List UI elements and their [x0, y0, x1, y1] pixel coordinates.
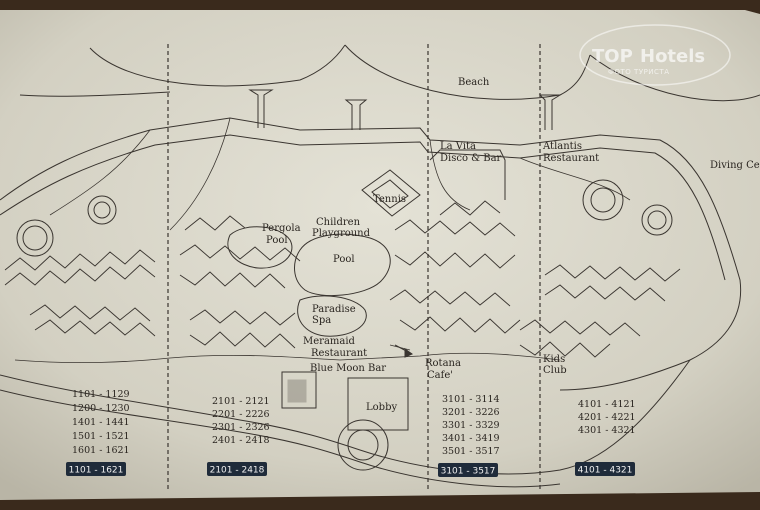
map-labels: Beach La Vita Disco & Bar Atlantis Resta… [262, 77, 760, 413]
blue-moon-label: Blue Moon Bar [310, 363, 386, 374]
lobby-label: Lobby [366, 402, 397, 413]
paradise-label-2: Spa [312, 315, 331, 326]
room-range: 3501 - 3517 [442, 446, 500, 457]
zone-1-badge: 1101 - 1621 [66, 462, 126, 476]
room-range: 4101 - 4121 [578, 399, 636, 410]
zone-4-badge: 4101 - 4321 [575, 462, 635, 476]
room-range: 1101 - 1129 [72, 389, 130, 400]
la-vita-label-2: Disco & Bar [440, 153, 502, 164]
zone-1-badge-text: 1101 - 1621 [69, 466, 124, 476]
zone-4-badge-text: 4101 - 4321 [578, 466, 633, 476]
paradise-label-1: Paradise [312, 304, 356, 315]
pool-label: Pool [333, 254, 355, 265]
room-range: 1601 - 1621 [72, 445, 130, 456]
room-range: 2301 - 2326 [212, 422, 270, 433]
la-vita-label-1: La Vita [440, 141, 476, 152]
rotana-label-1: Rotana [425, 358, 461, 369]
rotana-label-2: Cafe' [427, 370, 453, 381]
room-range: 2101 - 2121 [212, 396, 270, 407]
room-range: 3401 - 3419 [442, 433, 500, 444]
room-range: 2401 - 2418 [212, 435, 270, 446]
paper-sheet [0, 10, 760, 500]
beach-shoreline [19, 44, 760, 102]
room-range: 3201 - 3226 [442, 407, 500, 418]
room-range: 3301 - 3329 [442, 420, 500, 431]
atlantis-label-1: Atlantis [542, 141, 582, 152]
rotana-arrow [394, 344, 414, 358]
zone-2-rooms: 2101 - 2121 2201 - 2226 2301 - 2326 2401… [212, 396, 270, 446]
beach-label: Beach [458, 77, 490, 88]
kids-club-label-2: Club [543, 365, 567, 376]
room-range: 3101 - 3114 [442, 394, 500, 405]
atlantis-label-2: Restaurant [543, 153, 599, 164]
room-range: 1501 - 1521 [72, 431, 130, 442]
watermark-top: TOP [592, 46, 633, 67]
tophotels-watermark: TOP Hotels ФОТО ТУРИСТА [579, 24, 731, 86]
diving-center-label: Diving Cen [710, 160, 760, 171]
pergola-label-2: Pool [266, 235, 288, 246]
meramaid-label-2: Restaurant [311, 348, 367, 359]
zone-3-badge-text: 3101 - 3517 [441, 467, 496, 477]
tennis-label: Tennis [373, 194, 406, 205]
jetties [248, 89, 562, 130]
room-range: 4301 - 4321 [578, 425, 636, 436]
zone-2-badge: 2101 - 2418 [207, 462, 267, 476]
villa-clusters [4, 200, 681, 358]
room-range: 1401 - 1441 [72, 417, 130, 428]
zone-dividers [167, 44, 541, 492]
room-range: 1200 - 1230 [72, 403, 130, 414]
meramaid-label-1: Meramaid [303, 336, 356, 347]
buildings [227, 149, 506, 431]
zone-3-rooms: 3101 - 3114 3201 - 3226 3301 - 3329 3401… [442, 394, 500, 457]
room-range: 4201 - 4221 [578, 412, 636, 423]
pergola-label-1: Pergola [262, 223, 301, 234]
watermark-subtitle: ФОТО ТУРИСТА [608, 68, 670, 76]
resort-boundary [0, 117, 742, 488]
internal-paths [14, 117, 631, 364]
zone-3-badge: 3101 - 3517 [438, 463, 498, 477]
zone-1-rooms: 1101 - 1129 1200 - 1230 1401 - 1441 1501… [72, 389, 130, 456]
children-label-1: Children [316, 217, 361, 228]
zone-4-rooms: 4101 - 4121 4201 - 4221 4301 - 4321 [578, 399, 636, 436]
children-label-2: Playground [312, 228, 371, 239]
zone-badges: 1101 - 1621 2101 - 2418 3101 - 3517 4101… [66, 462, 635, 477]
kids-club-label-1: Kids [543, 354, 565, 365]
watermark-hotels: Hotels [640, 46, 705, 67]
room-range: 2201 - 2226 [212, 409, 270, 420]
zone-2-badge-text: 2101 - 2418 [210, 466, 265, 476]
